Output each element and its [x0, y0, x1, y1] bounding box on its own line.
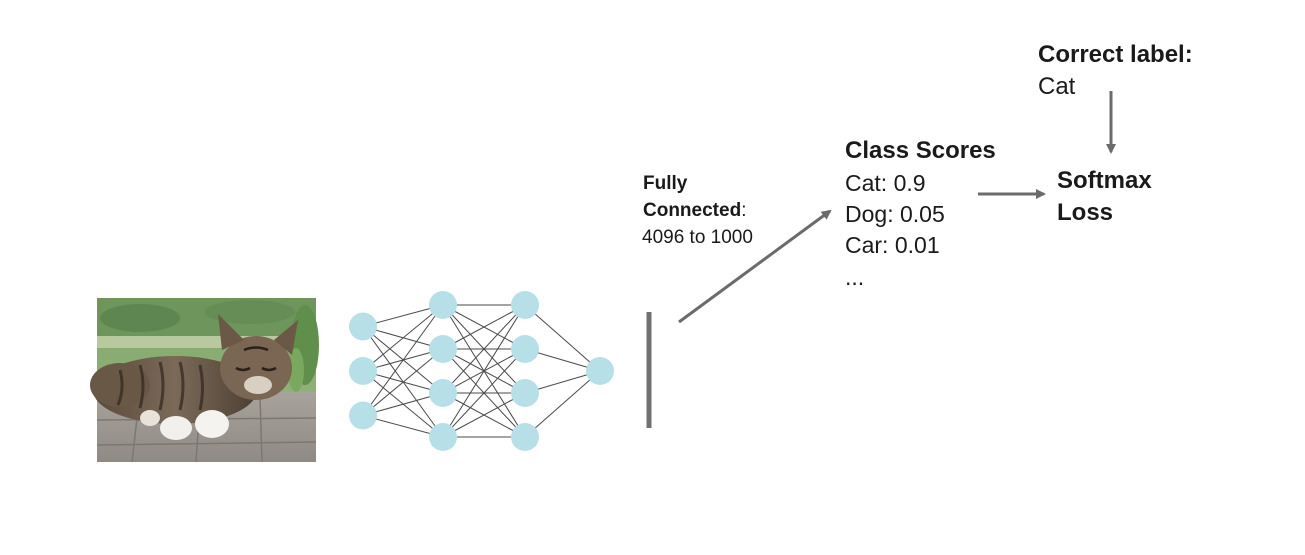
- softmax-loss-line1: Softmax: [1057, 167, 1152, 194]
- network-neuron-layer-3: [511, 379, 539, 407]
- correct-label-value: Cat: [1038, 73, 1076, 100]
- fc-label-line2: Connected:: [643, 197, 746, 225]
- network-neuron-layer-3: [511, 291, 539, 319]
- network-edge: [362, 304, 444, 416]
- network-edge: [524, 370, 601, 438]
- network-edge: [442, 304, 526, 394]
- network-neuron-layer-3: [511, 423, 539, 451]
- neural-network: [349, 291, 614, 451]
- network-edge: [442, 304, 526, 438]
- softmax-loss-line2: Loss: [1057, 199, 1114, 226]
- network-edge: [362, 348, 444, 416]
- network-neuron-layer-1: [349, 401, 377, 430]
- network-neuron-layer-3: [511, 335, 539, 363]
- class-scores-title: Class Scores: [845, 137, 996, 164]
- class-score-ellipsis: ...: [845, 264, 865, 290]
- network-neuron-layer-4: [586, 357, 614, 385]
- fc-label-line3: 4096 to 1000: [642, 227, 753, 248]
- network-edge: [442, 304, 526, 350]
- network-edge: [442, 348, 526, 438]
- network-edge: [524, 304, 601, 372]
- correct-label-title: Correct label:: [1038, 41, 1193, 68]
- network-neuron-layer-1: [349, 312, 377, 341]
- arrow-to-class-scores: [678, 209, 832, 324]
- fc-label-connected: Connected: [643, 200, 742, 221]
- network-edge: [442, 392, 526, 438]
- fc-label-line1: Fully: [643, 173, 688, 194]
- network-connections: [362, 304, 601, 438]
- class-score-cat: Cat: 0.9: [845, 170, 926, 196]
- class-score-car: Car: 0.01: [845, 232, 940, 258]
- class-score-dog: Dog: 0.05: [845, 201, 945, 227]
- fc-label-colon: :: [741, 200, 747, 221]
- network-neuron-layer-2: [429, 423, 457, 451]
- network-neuron-layer-2: [429, 379, 457, 407]
- cat-photo: [90, 298, 319, 463]
- network-neuron-layer-1: [349, 357, 377, 385]
- network-neuron-layer-2: [429, 335, 457, 363]
- network-edge: [362, 304, 444, 372]
- network-neuron-layer-2: [429, 291, 457, 319]
